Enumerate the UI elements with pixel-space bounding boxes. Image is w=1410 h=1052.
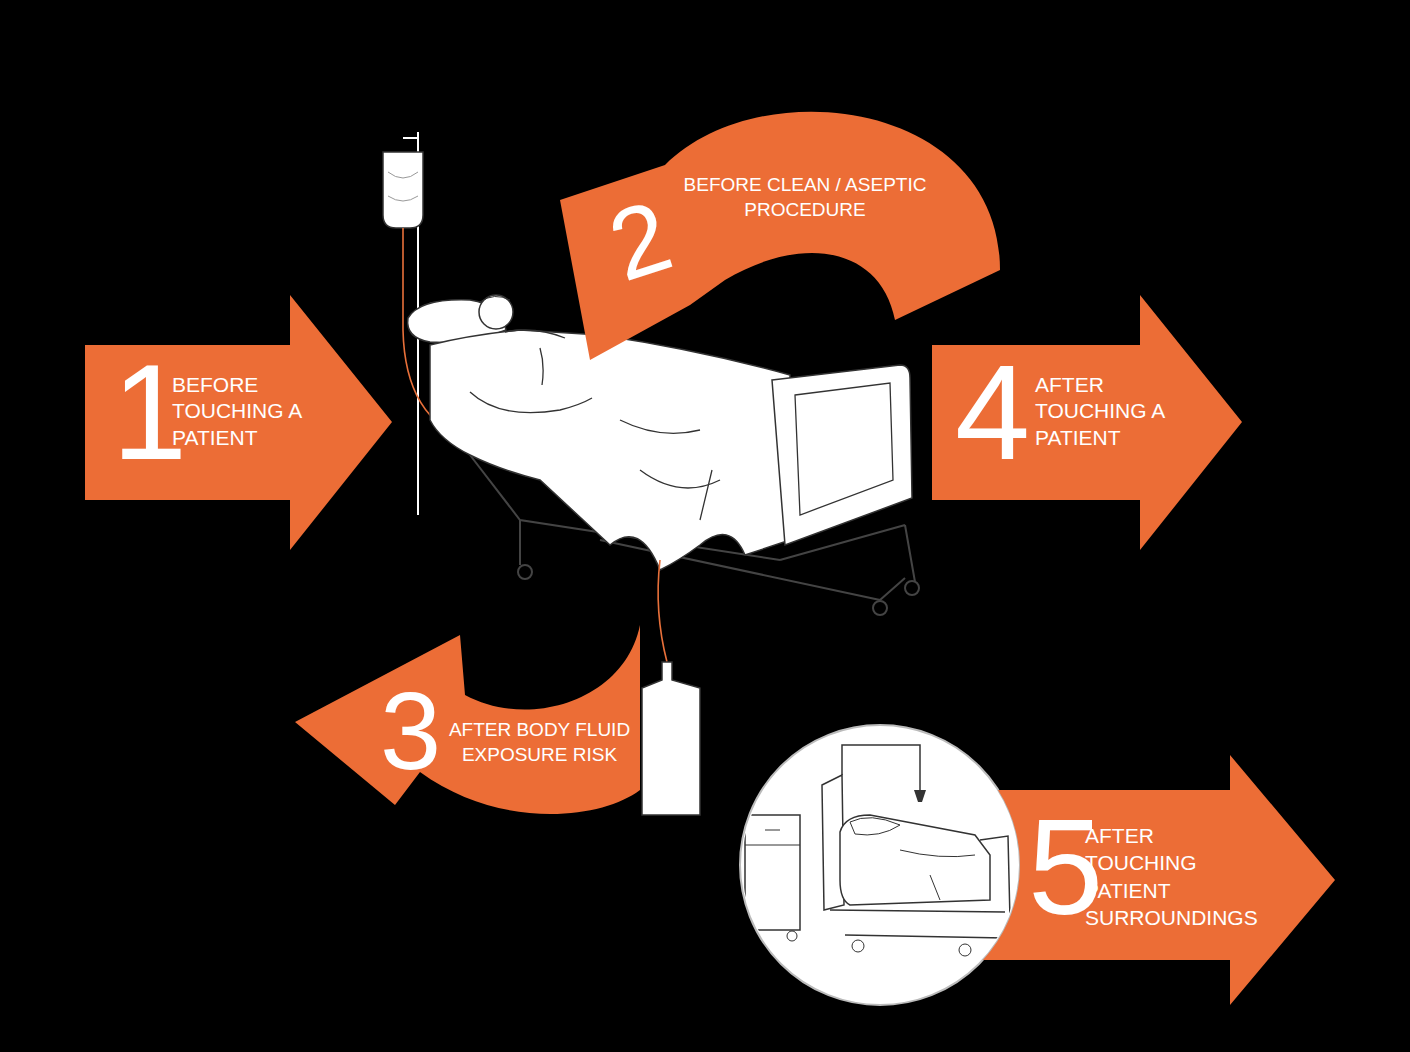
iv-bag-lines [388,172,418,201]
sheet-folds [470,330,720,520]
moment-text: BEFORE TOUCHING A PATIENT [172,372,302,451]
moment-number: 3 [380,676,441,786]
inset-folds [900,850,975,900]
moment-text: AFTER TOUCHING PATIENT SURROUNDINGS [1085,822,1258,931]
moment-text: AFTER BODY FLUID EXPOSURE RISK [432,718,647,767]
wheel [905,581,919,595]
call-pendant [914,790,926,802]
iv-bag [383,152,423,228]
arrow-fill [932,295,1242,550]
cabinet-wheel [750,931,760,941]
moment-arrow: 2BEFORE CLEAN / ASEPTIC PROCEDURE [555,100,1005,365]
urine-bag [642,662,700,815]
surroundings-inset [740,725,1020,1005]
overhead-bar [842,745,920,790]
moment-arrow: 3AFTER BODY FLUID EXPOSURE RISK [290,615,650,820]
footboard [772,365,912,545]
patient-head [479,295,513,329]
cabinet-wheel [787,931,797,941]
wheel [518,565,532,579]
bed-sheet [430,330,790,570]
drain-tube [658,560,667,662]
wheel [873,601,887,615]
arrow-fill [560,112,1000,360]
arrow-shape [290,615,650,820]
bedside-cabinet [745,815,800,930]
inset-pillow [850,818,900,835]
arrow-fill [85,295,392,550]
moment-arrow: 5AFTER TOUCHING PATIENT SURROUNDINGS [975,750,1340,1010]
inset-wheel [959,944,971,956]
moment-number: 4 [955,345,1030,480]
inset-bed [840,815,990,905]
moment-arrow: 4AFTER TOUCHING A PATIENT [928,290,1248,555]
iv-hook [403,137,418,139]
footboard-panel [795,383,893,515]
moment-arrow: 1BEFORE TOUCHING A PATIENT [80,290,400,555]
inset-drawing [745,745,1010,956]
inset-wheel [852,940,864,952]
patient-hair [480,296,510,302]
arrow-fill [983,755,1335,1005]
moment-text: BEFORE CLEAN / ASEPTIC PROCEDURE [670,173,940,222]
moment-text: AFTER TOUCHING A PATIENT [1035,372,1165,451]
inset-frame [830,836,1010,938]
inset-circle [740,725,1020,1005]
cabinet-lines [745,830,800,845]
